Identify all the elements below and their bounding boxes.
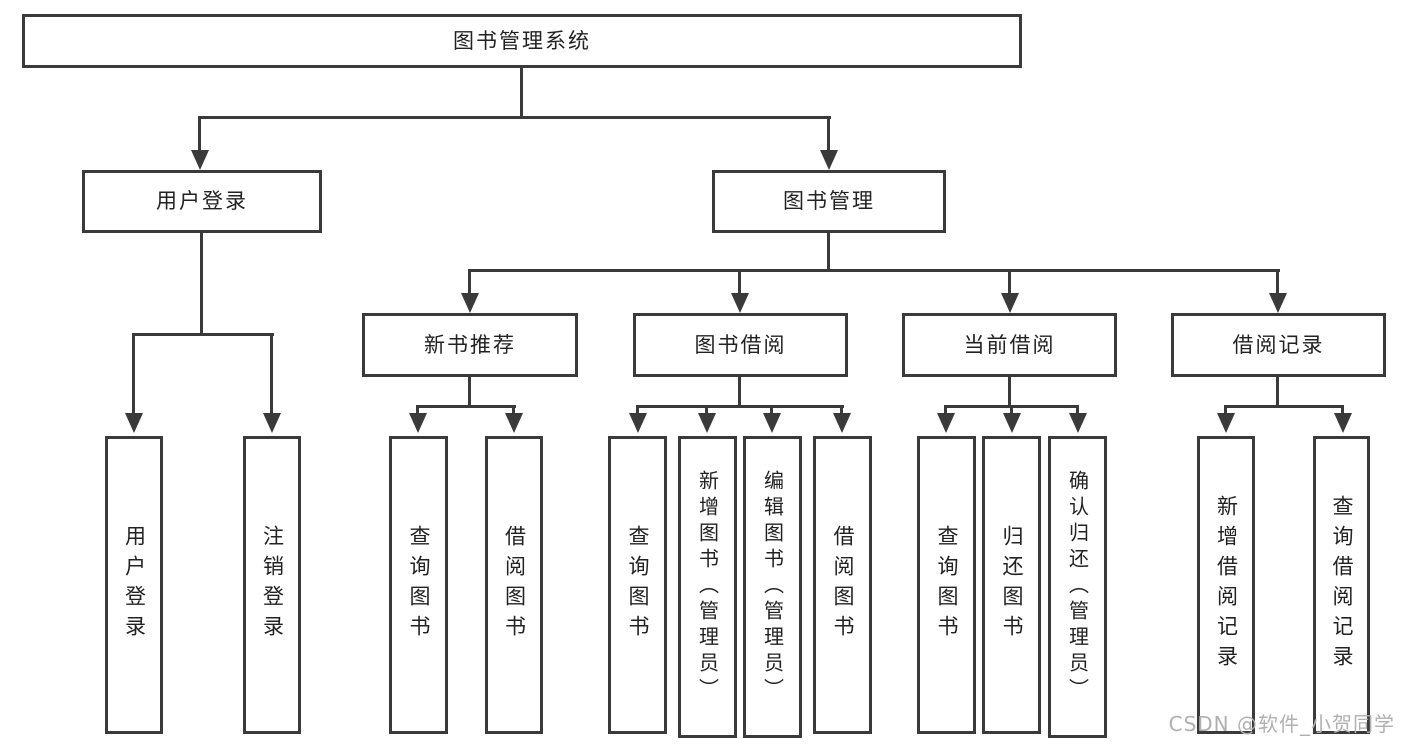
connector-line	[468, 269, 1280, 272]
connector-line	[770, 405, 773, 417]
arrow-down-icon	[820, 150, 838, 170]
node-leaf-query-book-2: 查询图书	[608, 436, 667, 734]
node-leaf-borrow-book-1: 借阅图书	[485, 436, 543, 734]
connector-line	[416, 405, 419, 417]
node-leaf-borrow-book-2: 借阅图书	[813, 436, 872, 734]
arrow-down-icon	[833, 413, 851, 433]
arrow-down-icon	[263, 413, 281, 433]
connector-line	[705, 405, 708, 417]
arrow-down-icon	[937, 413, 955, 433]
connector-line	[1076, 405, 1079, 417]
connector-line	[1276, 377, 1279, 407]
connector-line	[198, 116, 831, 119]
connector-line	[636, 405, 844, 408]
connector-line	[636, 405, 639, 417]
node-leaf-logout: 注销登录	[243, 436, 301, 734]
connector-line	[1008, 269, 1011, 297]
arrow-down-icon	[1217, 413, 1235, 433]
connector-line	[468, 269, 471, 297]
node-leaf-edit-book-admin: 编辑图书（管理员）	[743, 436, 802, 738]
arrow-down-icon	[763, 413, 781, 433]
node-user-login: 用户登录	[82, 170, 322, 233]
arrow-down-icon	[1003, 413, 1021, 433]
connector-line	[1341, 405, 1344, 417]
connector-line	[1010, 405, 1013, 417]
node-leaf-add-book-admin: 新增图书（管理员）	[678, 436, 737, 738]
connector-line	[520, 68, 523, 118]
arrow-down-icon	[1334, 413, 1352, 433]
connector-line	[1224, 405, 1344, 408]
arrow-down-icon	[125, 413, 143, 433]
node-current-borrow: 当前借阅	[902, 313, 1117, 377]
node-borrow-record: 借阅记录	[1171, 313, 1386, 377]
connector-line	[200, 233, 203, 335]
node-book-borrow: 图书借阅	[633, 313, 848, 377]
connector-line	[512, 405, 515, 417]
connector-line	[840, 405, 843, 417]
node-leaf-add-borrow-record: 新增借阅记录	[1197, 436, 1255, 734]
connector-line	[270, 333, 273, 417]
connector-line	[827, 233, 830, 271]
connector-line	[198, 116, 201, 152]
arrow-down-icon	[461, 293, 479, 313]
node-leaf-confirm-return-admin: 确认归还（管理员）	[1048, 436, 1107, 738]
node-book-management: 图书管理	[712, 170, 946, 233]
node-leaf-user-login: 用户登录	[105, 436, 163, 734]
node-leaf-return-book: 归还图书	[982, 436, 1041, 734]
arrow-down-icon	[1069, 413, 1087, 433]
arrow-down-icon	[731, 293, 749, 313]
node-new-book-recommend: 新书推荐	[362, 313, 578, 377]
connector-line	[468, 377, 471, 407]
connector-line	[738, 377, 741, 407]
connector-line	[132, 333, 274, 336]
connector-line	[132, 333, 135, 417]
connector-line	[738, 269, 741, 297]
connector-line	[944, 405, 947, 417]
connector-line	[1276, 269, 1279, 297]
node-leaf-query-book-3: 查询图书	[917, 436, 976, 734]
node-leaf-query-borrow-record: 查询借阅记录	[1313, 436, 1370, 734]
connector-line	[1224, 405, 1227, 417]
arrow-down-icon	[409, 413, 427, 433]
arrow-down-icon	[191, 150, 209, 170]
arrow-down-icon	[505, 413, 523, 433]
arrow-down-icon	[1269, 293, 1287, 313]
connector-line	[827, 116, 830, 152]
node-leaf-query-book-1: 查询图书	[389, 436, 448, 734]
node-root: 图书管理系统	[22, 14, 1022, 68]
arrow-down-icon	[1001, 293, 1019, 313]
connector-line	[1008, 377, 1011, 407]
arrow-down-icon	[629, 413, 647, 433]
arrow-down-icon	[698, 413, 716, 433]
connector-line	[416, 405, 516, 408]
watermark: CSDN @软件_小贺同学	[1168, 712, 1395, 736]
